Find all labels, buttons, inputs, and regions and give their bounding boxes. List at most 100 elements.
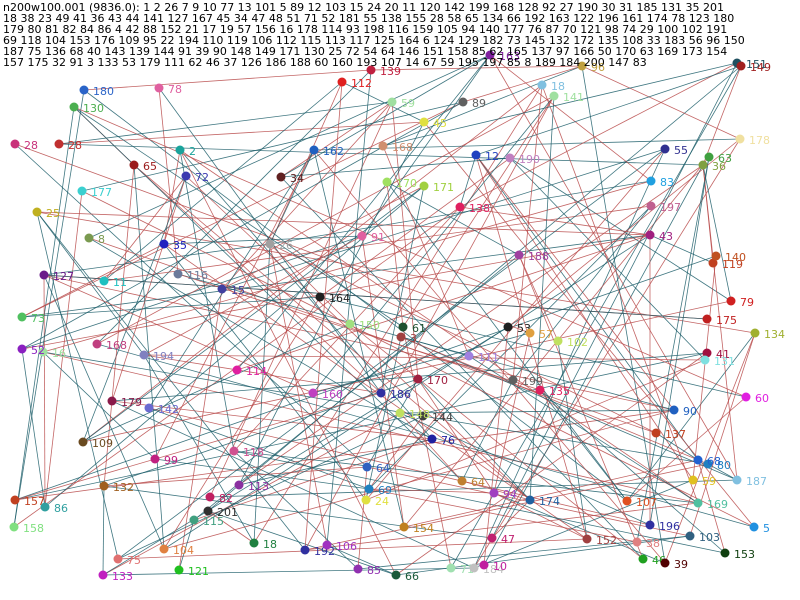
graph-edge bbox=[386, 181, 628, 502]
graph-node bbox=[549, 91, 559, 101]
graph-node bbox=[535, 385, 545, 395]
graph-edge bbox=[312, 332, 531, 394]
graph-edge bbox=[512, 205, 652, 381]
graph-node-label: 24 bbox=[375, 495, 389, 508]
graph-node bbox=[469, 563, 479, 573]
graph-node-label: 15 bbox=[231, 284, 245, 297]
graph-edge bbox=[207, 65, 742, 512]
graph-edge bbox=[21, 296, 321, 318]
graph-node bbox=[203, 506, 213, 516]
graph-edge bbox=[462, 65, 583, 103]
graph-node-label: 144 bbox=[432, 411, 453, 424]
graph-node bbox=[419, 117, 429, 127]
graph-node bbox=[353, 564, 363, 574]
graph-node bbox=[660, 558, 670, 568]
graph-node-label: 109 bbox=[92, 437, 113, 450]
graph-edge bbox=[370, 65, 583, 71]
graph-node-label: 59 bbox=[401, 97, 415, 110]
graph-edge bbox=[43, 274, 314, 394]
graph-edge bbox=[36, 211, 306, 551]
graph-edge bbox=[82, 175, 187, 443]
graph-node-label: 114 bbox=[246, 365, 267, 378]
graph-edge bbox=[391, 101, 419, 380]
graph-node bbox=[514, 250, 524, 260]
graph-node bbox=[702, 314, 712, 324]
graph-edge bbox=[102, 485, 105, 576]
graph-node-label: 78 bbox=[168, 83, 182, 96]
graph-edge bbox=[557, 340, 588, 540]
graph-node-label: 5 bbox=[763, 522, 770, 535]
graph-edge bbox=[581, 65, 741, 140]
graph-edge bbox=[518, 254, 644, 560]
graph-node-label: 138 bbox=[469, 202, 490, 215]
graph-node bbox=[229, 446, 239, 456]
graph-node-label: 83 bbox=[660, 176, 674, 189]
graph-edge bbox=[103, 175, 187, 282]
graph-node bbox=[622, 496, 632, 506]
graph-edge bbox=[221, 101, 393, 290]
graph-edge bbox=[368, 488, 638, 543]
graph-edge bbox=[96, 69, 372, 345]
graph-edge bbox=[493, 492, 588, 540]
graph-edge bbox=[636, 156, 710, 543]
graph-node bbox=[362, 462, 372, 472]
graph-edge bbox=[163, 234, 651, 550]
graph-edge bbox=[103, 485, 493, 539]
graph-edge bbox=[400, 336, 709, 465]
graph-node bbox=[485, 50, 495, 60]
graph-node-label: 164 bbox=[329, 292, 350, 305]
header-line-3: 179 80 81 82 84 86 4 42 88 152 21 17 19 … bbox=[3, 24, 728, 35]
graph-edge bbox=[269, 180, 652, 245]
graph-edge bbox=[269, 149, 315, 245]
graph-node-label: 151 bbox=[746, 58, 767, 71]
graph-edge bbox=[313, 149, 405, 528]
graph-node-label: 187 bbox=[746, 475, 767, 488]
header-line-5: 187 75 136 68 40 143 139 144 91 39 90 14… bbox=[3, 46, 728, 57]
graph-edge bbox=[178, 288, 223, 571]
graph-edge bbox=[43, 274, 165, 550]
graph-node bbox=[139, 350, 149, 360]
graph-edge bbox=[133, 164, 531, 501]
graph-node bbox=[98, 570, 108, 580]
graph-node-label: 75 bbox=[127, 554, 141, 567]
graph-edge bbox=[103, 378, 419, 487]
graph-edge bbox=[361, 54, 491, 237]
graph-edge bbox=[664, 332, 756, 564]
graph-edge bbox=[269, 243, 351, 325]
graph-node bbox=[364, 484, 374, 494]
graph-node-label: 26 bbox=[279, 239, 293, 252]
graph-edge bbox=[103, 164, 135, 487]
header-line-1: n200w100.001 (9836.0): 1 2 26 7 9 10 77 … bbox=[3, 2, 725, 13]
graph-edge bbox=[148, 149, 315, 409]
graph-edge bbox=[365, 359, 706, 501]
graph-edge bbox=[209, 479, 738, 498]
graph-node bbox=[217, 284, 227, 294]
graph-node-label: 135 bbox=[549, 385, 570, 398]
graph-node bbox=[632, 537, 642, 547]
graph-node-label: 66 bbox=[405, 570, 419, 583]
graph-node bbox=[471, 150, 481, 160]
graph-node bbox=[735, 134, 745, 144]
graph-edge bbox=[489, 54, 738, 481]
graph-edge bbox=[707, 463, 738, 481]
graph-node bbox=[693, 455, 703, 465]
graph-edge bbox=[73, 106, 404, 328]
graph-edge bbox=[399, 412, 651, 526]
graph-edge bbox=[649, 234, 714, 264]
header-line-4: 69 118 104 153 176 109 95 22 194 110 119… bbox=[3, 35, 745, 46]
graph-node-label: 106 bbox=[336, 540, 357, 553]
graph-node-label: 163 bbox=[499, 50, 520, 63]
graph-edge bbox=[382, 145, 470, 357]
graph-edge bbox=[541, 84, 699, 504]
graph-node bbox=[17, 312, 27, 322]
graph-node bbox=[265, 239, 275, 249]
graph-node-label: 11 bbox=[113, 276, 127, 289]
graph-node-label: 76 bbox=[441, 434, 455, 447]
graph-node-label: 65 bbox=[143, 160, 157, 173]
graph-node bbox=[651, 428, 661, 438]
graph-edge bbox=[154, 149, 315, 460]
graph-node bbox=[78, 437, 88, 447]
graph-edge bbox=[43, 274, 46, 508]
graph-edge bbox=[158, 87, 179, 275]
graph-node bbox=[419, 181, 429, 191]
